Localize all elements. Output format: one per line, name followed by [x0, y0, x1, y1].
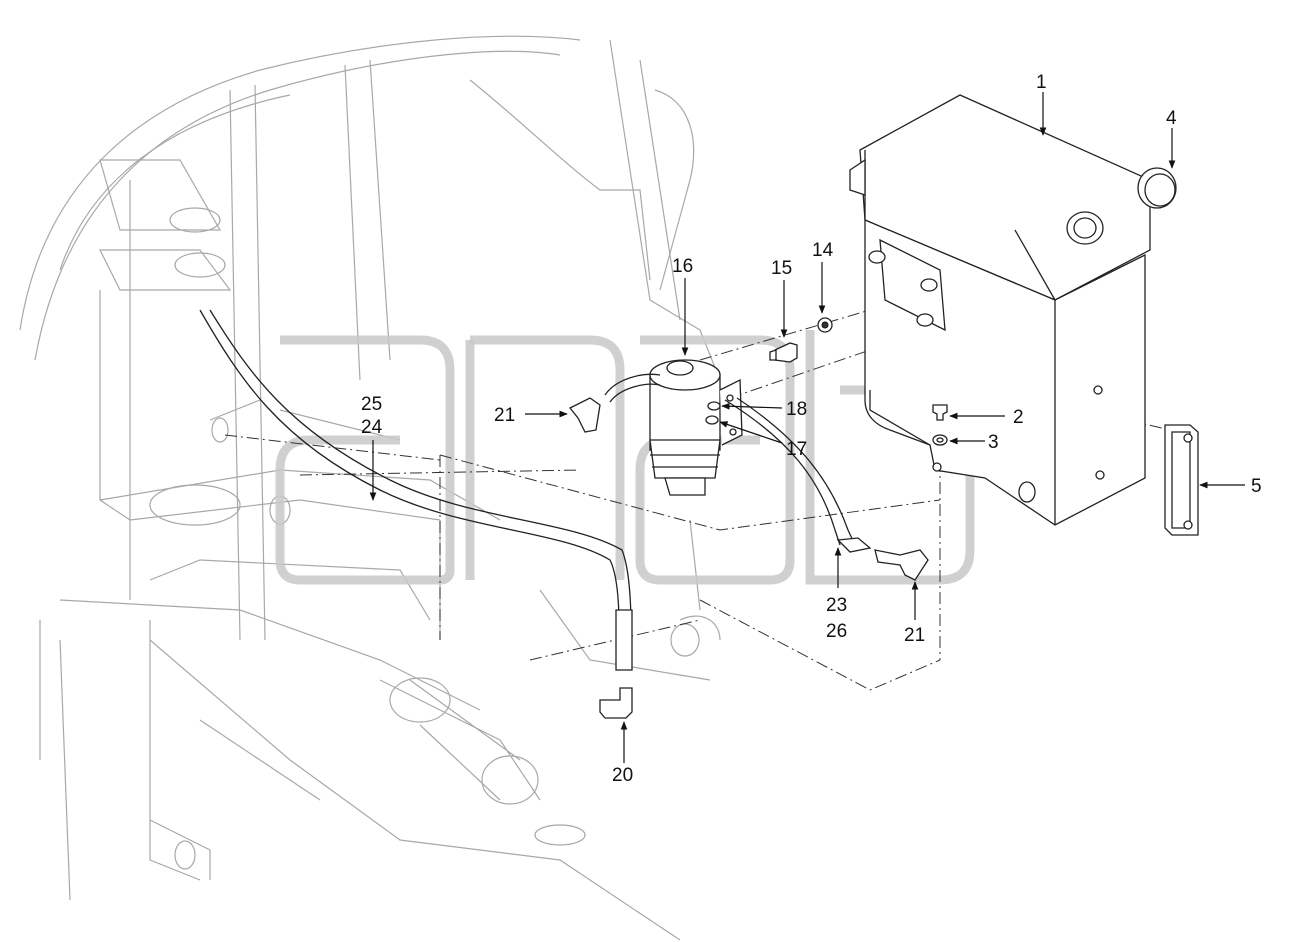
callout-21-left: 21	[494, 405, 515, 426]
callout-5: 5	[1251, 476, 1262, 497]
callout-24: 24	[361, 417, 383, 438]
callout-14: 14	[812, 240, 834, 261]
fitting-part-15	[769, 342, 798, 363]
callout-23: 23	[826, 595, 847, 616]
callout-26: 26	[826, 621, 847, 642]
callout-1: 1	[1036, 72, 1047, 93]
washer-part-17	[705, 415, 719, 425]
cap-part-4	[1137, 167, 1177, 209]
callout-labels: 1 4 5 2 3 14 15 16 18 17 21 21 23 26 25 …	[361, 72, 1262, 786]
short-hose-filter-inlet	[604, 373, 661, 403]
callout-2: 2	[1013, 407, 1024, 428]
callout-20: 20	[612, 765, 633, 786]
tank-part-1	[849, 94, 1151, 526]
filter-part-16	[649, 359, 743, 496]
hose-part-23-26	[724, 397, 872, 553]
callout-18: 18	[786, 399, 807, 420]
machine-frame-background	[19, 35, 721, 941]
callout-15: 15	[771, 258, 792, 279]
elbow-part-21-right	[874, 549, 929, 581]
callout-3: 3	[988, 432, 999, 453]
elbow-part-21-left	[568, 397, 601, 433]
callout-21-right: 21	[904, 625, 925, 646]
elbow-part-20	[599, 687, 633, 719]
callout-17: 17	[786, 439, 807, 460]
bolt-part-2	[932, 404, 948, 421]
callout-leaders	[369, 92, 1245, 763]
bolt-part-18	[707, 401, 721, 411]
nut-part-14	[817, 317, 833, 333]
callout-25: 25	[361, 394, 382, 415]
washer-part-3	[932, 434, 948, 446]
hose-part-24-25	[199, 309, 633, 671]
level-gauge-part-5	[1164, 424, 1199, 536]
callout-4: 4	[1166, 108, 1177, 129]
callout-16: 16	[672, 256, 693, 277]
